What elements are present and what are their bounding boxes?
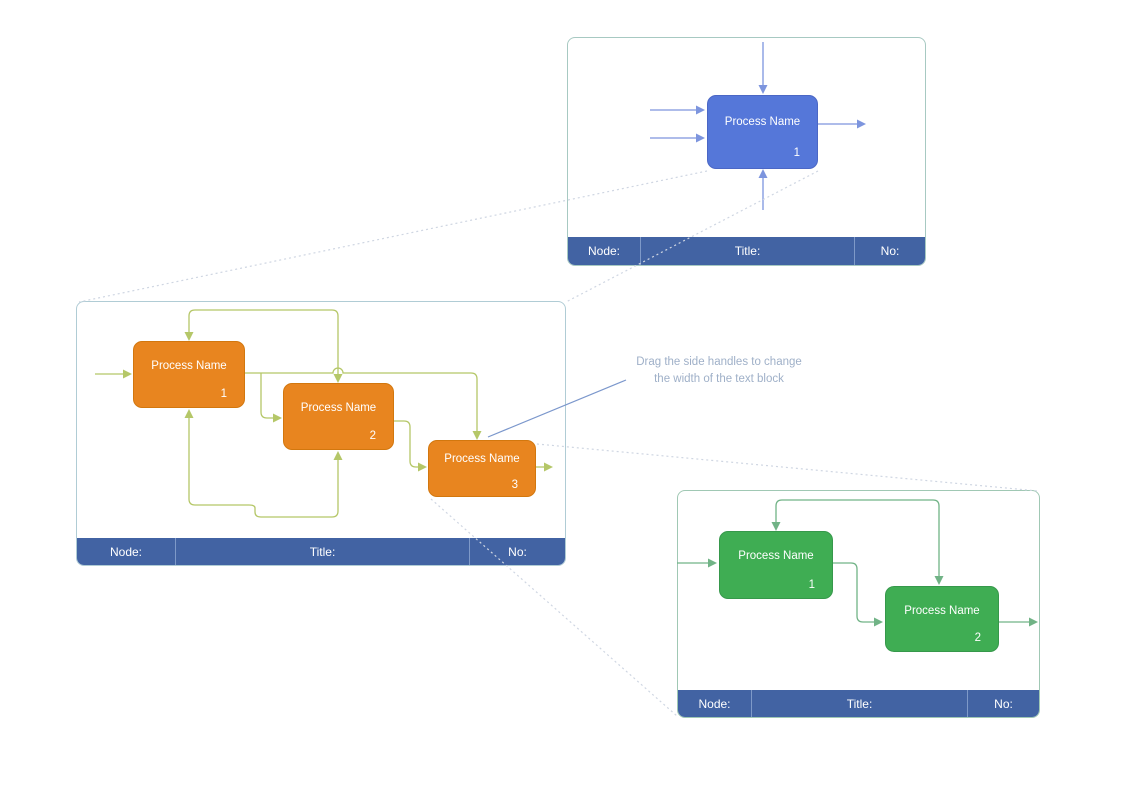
node-title-bar: Node: Title: No: [568,237,925,265]
process-box-number: 1 [793,147,800,159]
process-box-label: Process Name [444,453,520,465]
node-label: Node: [77,538,176,565]
process-box-label: Process Name [904,605,980,617]
title-label: Title: [641,237,855,265]
annotation-text: Drag the side handles to change the widt… [636,356,802,385]
process-box-label: Process Name [724,116,801,128]
process-box-number: 3 [511,479,518,491]
process-box-number: 1 [220,388,227,400]
process-box-number: 1 [808,579,815,591]
title-label: Title: [176,538,470,565]
decomposition-link-bottom-right [536,443,1039,492]
process-box-a3-1[interactable]: Process Name 1 [719,531,833,599]
process-box-a0-3[interactable]: Process Name 3 [428,440,536,497]
process-box-label: Process Name [300,402,377,414]
node-label: Node: [568,237,641,265]
no-label: No: [508,544,527,559]
node-title-bar: Node: Title: No: [678,690,1039,717]
title-label: Title: [752,690,968,717]
no-label: No: [880,244,900,258]
process-box-number: 2 [974,632,981,644]
process-box-context-1[interactable]: Process Name 1 [707,95,818,169]
process-box-label: Process Name [151,360,227,372]
process-box-number: 2 [369,430,376,442]
process-box-a0-1[interactable]: Process Name 1 [133,341,245,408]
process-box-label: Process Name [738,550,814,562]
no-label: No: [994,696,1013,711]
process-box-a0-2[interactable]: Process Name 2 [283,383,394,450]
node-title-bar: Node: Title: No: [77,538,565,565]
process-box-a3-2[interactable]: Process Name 2 [885,586,999,652]
node-label: Node: [678,690,752,717]
